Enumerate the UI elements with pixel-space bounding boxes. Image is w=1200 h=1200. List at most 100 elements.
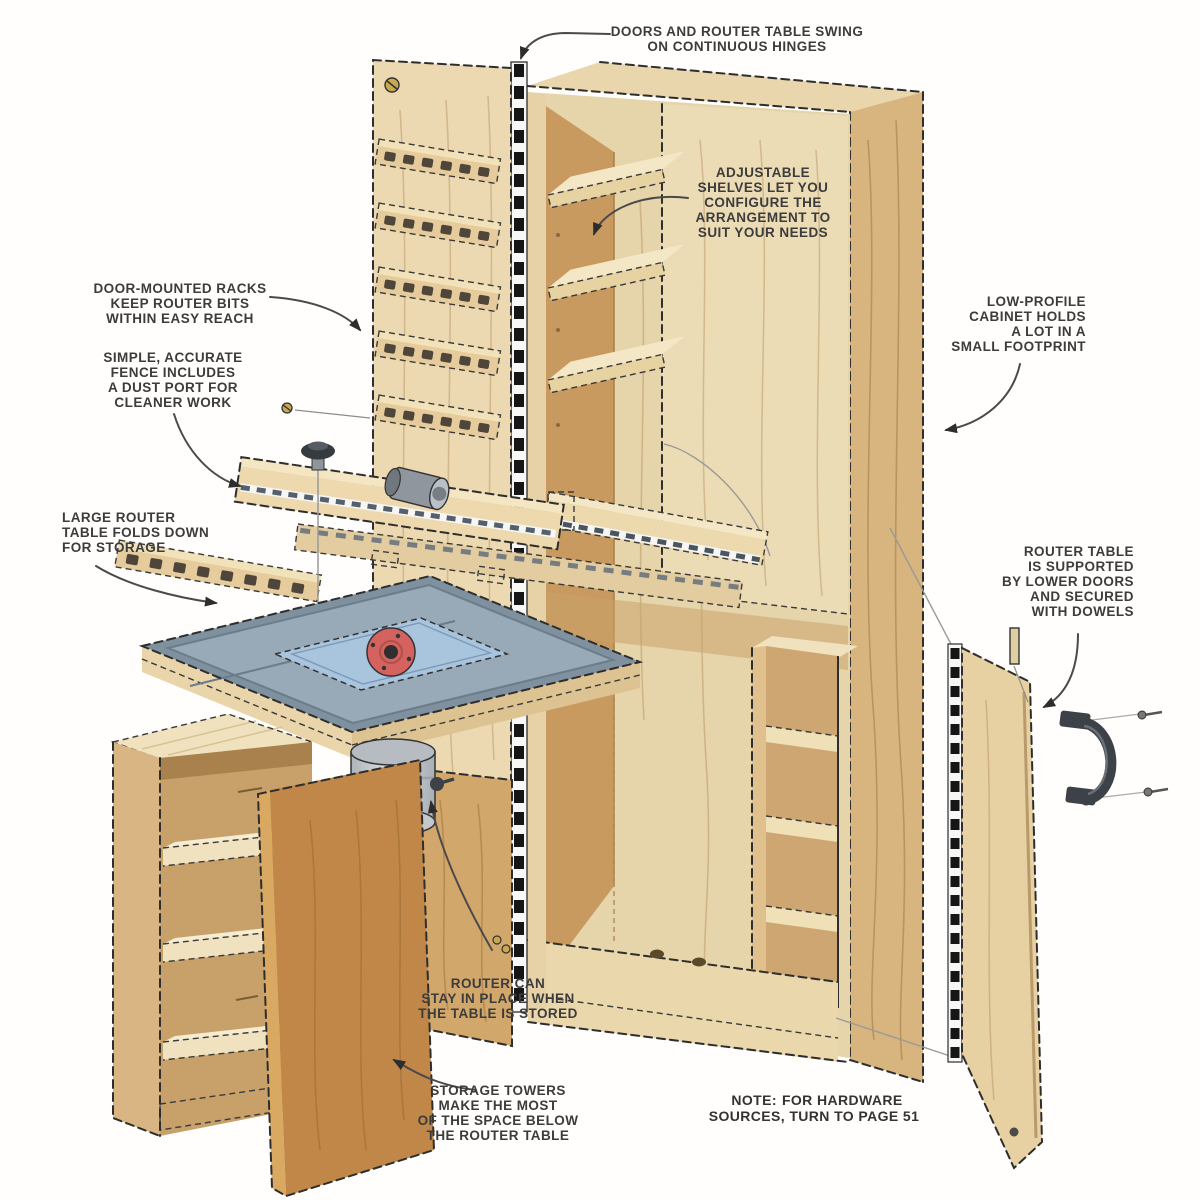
callout-labels: DOORS AND ROUTER TABLE SWING ON CONTINUO… [62,24,1134,1143]
fence-tab-1 [370,549,400,569]
note-prefix: NOTE: [731,1092,777,1108]
svg-text:SMALL FOOTPRINT: SMALL FOOTPRINT [951,339,1086,354]
handle-screw-2 [1143,787,1169,797]
svg-text:DOOR-MOUNTED RACKS: DOOR-MOUNTED RACKS [93,281,266,296]
svg-text:LARGE ROUTER: LARGE ROUTER [62,510,175,525]
svg-text:KEEP ROUTER BITS: KEEP ROUTER BITS [111,296,250,311]
door-screw-1 [492,935,502,945]
svg-text:OF THE SPACE BELOW: OF THE SPACE BELOW [418,1113,579,1128]
handle-screw-1 [1137,710,1163,720]
note-line1: FOR HARDWARE [782,1092,903,1108]
svg-text:STORAGE TOWERS: STORAGE TOWERS [430,1083,566,1098]
svg-text:SUIT YOUR NEEDS: SUIT YOUR NEEDS [698,225,828,240]
label-door-racks: DOOR-MOUNTED RACKS KEEP ROUTER BITS WITH… [93,281,266,326]
bit-rack-2 [374,202,502,249]
svg-text:A DUST PORT FOR: A DUST PORT FOR [108,380,238,395]
leader-storage-towers [392,1058,477,1091]
leader-router-stay [427,800,493,951]
adjustable-shelf-2 [547,244,685,302]
router-table [138,574,644,758]
dowel-pin [1009,627,1029,703]
tower-door [256,758,436,1198]
leader-fence [173,413,242,488]
svg-text:THE ROUTER TABLE: THE ROUTER TABLE [427,1128,570,1143]
svg-text:ADJUSTABLE: ADJUSTABLE [716,165,810,180]
adjustable-shelf-1 [547,151,685,209]
svg-text:LOW-PROFILE: LOW-PROFILE [987,294,1086,309]
leader-low-profile [944,363,1021,434]
leader-table-supported [1042,633,1079,708]
adjustable-shelf-3 [547,336,685,394]
label-adjustable-shelves: ADJUSTABLE SHELVES LET YOU CONFIGURE THE… [695,165,830,240]
label-router-stay: ROUTER CAN STAY IN PLACE WHEN THE TABLE … [418,976,578,1021]
router-insert-plate [272,617,510,691]
inner-door-panel [661,103,849,615]
fence-tab-2 [476,565,506,585]
svg-text:STAY IN PLACE WHEN: STAY IN PLACE WHEN [421,991,574,1006]
svg-text:CABINET HOLDS: CABINET HOLDS [969,309,1086,324]
leader-table-folds [95,565,218,607]
label-fence: SIMPLE, ACCURATE FENCE INCLUDES A DUST P… [103,350,242,410]
cabinet-top [527,62,923,112]
svg-text:ROUTER CAN: ROUTER CAN [451,976,546,991]
svg-text:MAKE THE MOST: MAKE THE MOST [438,1098,557,1113]
door-screw-icon [384,77,400,93]
svg-text:ON CONTINUOUS HINGES: ON CONTINUOUS HINGES [647,39,826,54]
door-screw-2 [501,944,511,954]
leader-hinges [519,31,611,60]
svg-text:IS SUPPORTED: IS SUPPORTED [1028,559,1134,574]
svg-text:BY LOWER DOORS: BY LOWER DOORS [1002,574,1134,589]
cabinet-bottom [527,939,849,1063]
svg-text:ARRANGEMENT TO: ARRANGEMENT TO [695,210,830,225]
svg-text:SHELVES LET YOU: SHELVES LET YOU [698,180,829,195]
fence-rear-rail [293,523,744,609]
svg-text:WITH DOWELS: WITH DOWELS [1032,604,1134,619]
svg-text:DOORS AND ROUTER TABLE SWING: DOORS AND ROUTER TABLE SWING [611,24,864,39]
label-low-profile: LOW-PROFILE CABINET HOLDS A LOT IN A SMA… [951,294,1086,354]
interior-lower-tower [751,636,858,1008]
label-table-folds: LARGE ROUTER TABLE FOLDS DOWN FOR STORAG… [62,510,209,555]
fence-wall-bracket [547,491,575,531]
cabinet-left-inner-wall [528,94,614,1000]
door-bottom-screw [1009,1127,1019,1137]
detached-right-door [835,527,1169,1170]
label-hinges: DOORS AND ROUTER TABLE SWING ON CONTINUO… [611,24,864,54]
leader-lines [95,31,1079,1091]
svg-text:A LOT IN A: A LOT IN A [1011,324,1086,339]
table-mounting-rail [542,491,769,567]
rail-piano-hinge [546,518,761,563]
svg-text:THE TABLE IS STORED: THE TABLE IS STORED [418,1006,578,1021]
svg-text:NOTE:FOR HARDWARE: NOTE: FOR HARDWARE [731,1092,902,1108]
note-line2: SOURCES, TURN TO PAGE 51 [709,1108,920,1124]
label-storage-towers: STORAGE TOWERS MAKE THE MOST OF THE SPAC… [418,1083,579,1143]
svg-text:WITHIN EASY REACH: WITHIN EASY REACH [106,311,254,326]
door-panel [962,648,1042,1168]
bit-rack-3 [374,266,502,313]
leader-adjustable-shelves [593,195,689,236]
fence-assembly [233,441,744,616]
svg-text:FOR STORAGE: FOR STORAGE [62,540,166,555]
svg-text:FENCE INCLUDES: FENCE INCLUDES [111,365,236,380]
cabinet-front-stile [528,92,546,1010]
bit-rack-4 [374,330,502,377]
svg-text:SIMPLE, ACCURATE: SIMPLE, ACCURATE [103,350,242,365]
table-dowel-left [650,949,664,959]
dust-port [384,466,450,511]
label-table-supported: ROUTER TABLE IS SUPPORTED BY LOWER DOORS… [1002,544,1134,619]
bit-rack-loose [113,539,323,603]
label-note: NOTE: FOR HARDWARE SOURCES, TURN TO PAGE … [709,1092,920,1124]
rack-screw-icon [281,402,371,419]
bit-rack-5 [374,394,502,441]
table-dowel-right [692,957,706,967]
svg-text:CLEANER WORK: CLEANER WORK [114,395,231,410]
svg-text:AND SECURED: AND SECURED [1030,589,1134,604]
svg-text:ROUTER TABLE: ROUTER TABLE [1024,544,1134,559]
door-piano-hinge [947,643,963,1063]
bit-rack-1 [374,138,502,185]
door-handle [1059,710,1147,806]
svg-text:TABLE FOLDS DOWN: TABLE FOLDS DOWN [62,525,209,540]
fence-knob [301,441,335,471]
fence-track-slot [240,484,556,537]
